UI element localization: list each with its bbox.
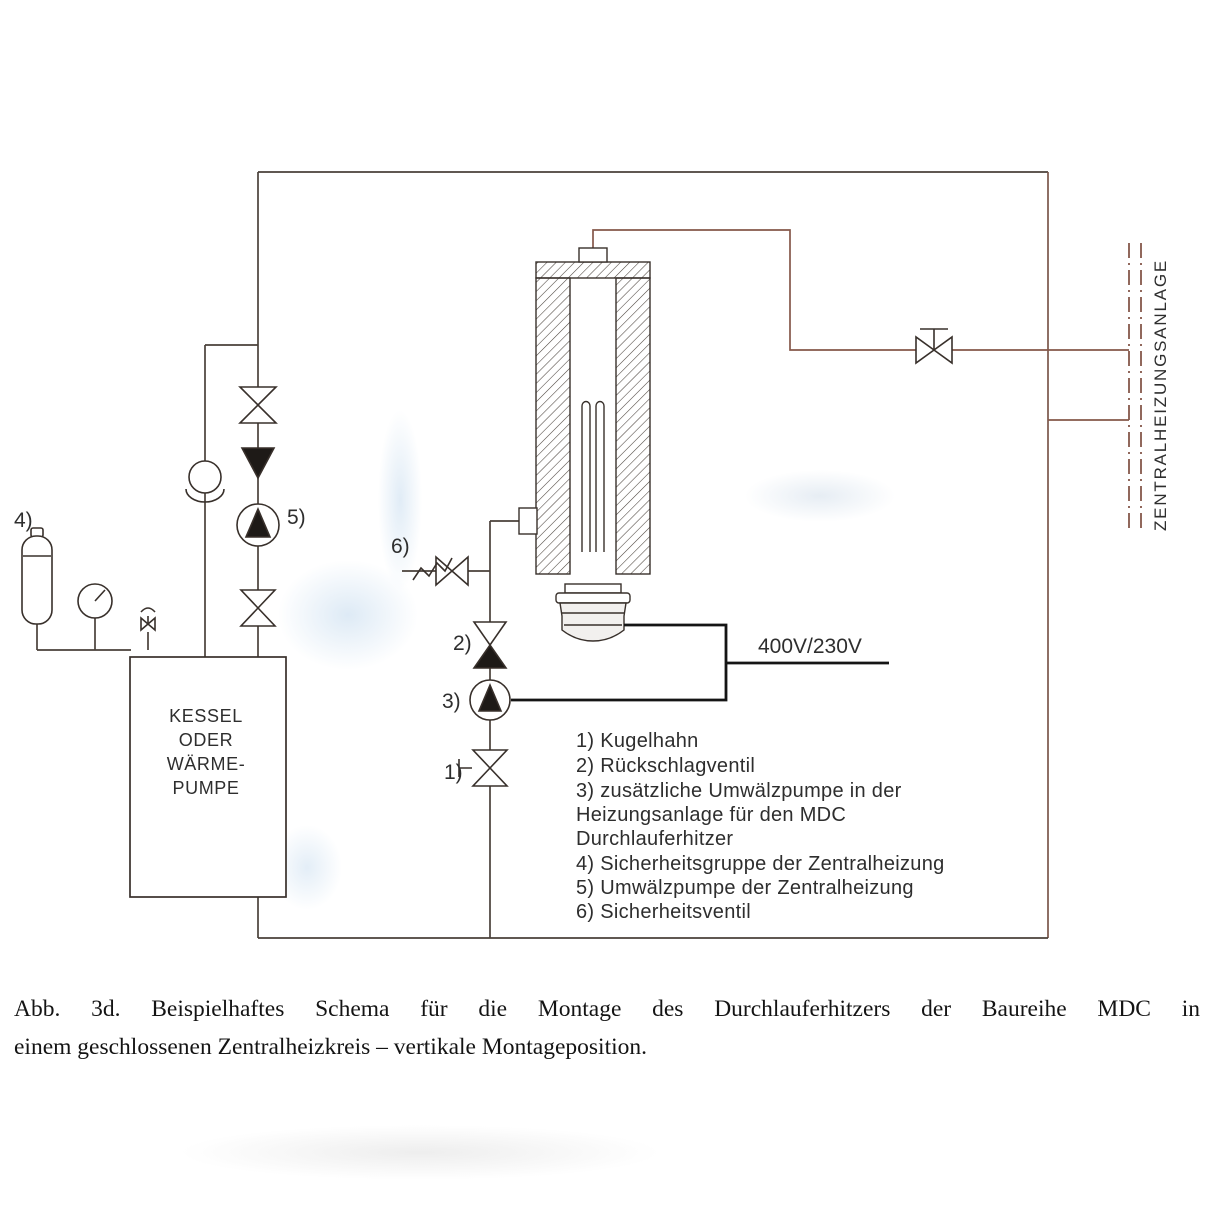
heater-collar xyxy=(564,583,622,594)
supply-valve-stem xyxy=(920,328,948,350)
pipe-safety-group xyxy=(36,618,149,651)
heating-element-tube-left xyxy=(581,400,591,552)
callout-labels: 4) 5) 6) 2) 3) 1) xyxy=(14,506,472,784)
legend-item-2: 2) Rückschlagventil xyxy=(576,755,755,777)
label-4: 4) xyxy=(14,509,33,532)
safety-valve-spring xyxy=(412,557,453,581)
vent-valve-handle xyxy=(140,607,156,624)
pump-5-rotor xyxy=(244,506,272,538)
ball-valve-1-bottom xyxy=(471,766,509,787)
check-valve-2-bottom xyxy=(472,643,508,669)
supply-valve-right xyxy=(932,335,953,365)
legend: 1) Kugelhahn 2) Rückschlagventil 3) zusä… xyxy=(576,730,945,923)
heater-top-cap xyxy=(535,261,651,279)
caption-line-1: Abb. 3d. Beispielhaftes Schema für die M… xyxy=(14,996,1200,1022)
heater-wall-right xyxy=(615,277,651,575)
legend-item-6: 6) Sicherheitsventil xyxy=(576,901,751,923)
pipe-heater-riser xyxy=(489,520,521,938)
safety-group xyxy=(21,527,156,632)
air-separator-arc xyxy=(185,488,225,503)
check-valve-boiler xyxy=(240,447,276,480)
pipe-heater-supply xyxy=(592,229,1129,351)
vent-valve-body-left xyxy=(140,616,150,632)
pump-3-rotor xyxy=(477,682,503,712)
boiler-label-1: KESSEL xyxy=(169,706,243,726)
label-6: 6) xyxy=(391,535,410,558)
electric-wire xyxy=(511,623,728,702)
heater-head xyxy=(559,602,627,642)
heater-wall-left xyxy=(535,277,571,575)
boiler-label-4: PUMPE xyxy=(172,778,239,798)
label-3: 3) xyxy=(442,690,461,713)
label-2: 2) xyxy=(453,632,472,655)
ball-valve-lower-bottom xyxy=(239,606,277,627)
ball-valve-upper-top xyxy=(238,386,278,407)
legend-item-1: 1) Kugelhahn xyxy=(576,730,699,752)
air-separator xyxy=(188,460,222,494)
caption-line-2: einem geschlossenen Zentralheizkreis – v… xyxy=(14,1034,647,1060)
figure-caption: Abb. 3d. Beispielhaftes Schema für die M… xyxy=(14,990,1200,1066)
heater-inlet-fitting xyxy=(518,507,538,535)
ball-valve-upper-bottom xyxy=(238,403,278,424)
legend-item-3: 3) zusätzliche Umwälzpumpe in der xyxy=(576,780,902,802)
label-5: 5) xyxy=(287,506,306,529)
boiler-box xyxy=(129,656,287,898)
ball-valve-lower-top xyxy=(239,589,277,610)
boiler-branch-fitting xyxy=(185,460,225,503)
supply-valve-left xyxy=(915,335,936,365)
legend-item-4: 4) Sicherheitsgruppe der Zentralheizung xyxy=(576,853,945,875)
vent-valve-body-right xyxy=(146,616,156,632)
heater-flange xyxy=(555,592,631,604)
ball-valve-1-handle xyxy=(458,759,472,777)
legend-item-5: 5) Umwälzpumpe der Zentralheizung xyxy=(576,877,914,899)
expansion-vessel xyxy=(21,535,53,625)
legend-item-3b: Heizungsanlage für den MDC xyxy=(576,804,846,826)
heater-top-stub xyxy=(578,247,608,263)
safety-valve-body-right xyxy=(450,555,469,587)
ball-valve-1-top xyxy=(471,749,509,770)
boiler-label-3: WÄRME- xyxy=(167,754,246,774)
heating-element-tube-right xyxy=(595,400,605,552)
central-heating-label: ZENTRALHEIZUNGSANLAGE xyxy=(1151,259,1170,531)
check-valve-2-top xyxy=(472,621,508,647)
supply-valve xyxy=(915,328,953,365)
central-heating-connection: ZENTRALHEIZUNGSANLAGE xyxy=(1128,243,1170,532)
boiler-label-2: ODER xyxy=(179,730,233,750)
heater-circuit-fittings xyxy=(412,555,511,787)
boiler-circuit-fittings xyxy=(236,386,280,627)
heater-head-ridges xyxy=(562,612,624,626)
label-1: 1) xyxy=(444,761,463,784)
heater-mdc xyxy=(518,247,651,642)
pressure-gauge-needle xyxy=(94,589,106,602)
electrical-supply xyxy=(511,623,889,702)
boiler: KESSEL ODER WÄRME- PUMPE xyxy=(129,656,287,898)
voltage-label: 400V/230V xyxy=(758,635,862,658)
legend-item-3c: Durchlauferhitzer xyxy=(576,828,733,850)
